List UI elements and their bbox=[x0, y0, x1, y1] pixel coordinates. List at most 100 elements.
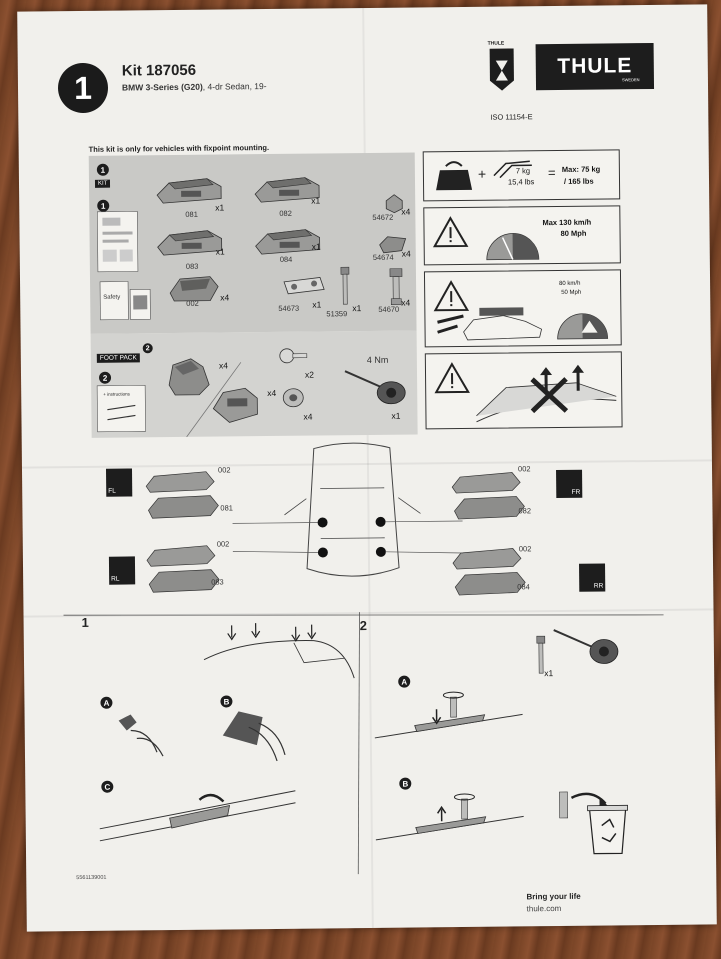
rr-corner-tag: RR bbox=[579, 563, 606, 592]
badge-shield-icon bbox=[489, 48, 514, 91]
fr-corner-tag: FR bbox=[556, 469, 583, 499]
part-qty-083: x1 bbox=[215, 246, 225, 257]
footer-tagline: Bring your life bbox=[526, 891, 581, 902]
max-load-lbs: / 165 lbs bbox=[563, 176, 594, 186]
foot-cover-icon bbox=[212, 387, 258, 423]
kit-tag: KIT bbox=[94, 179, 111, 188]
instruction-sheet: 1 Kit 187056 BMW 3-Series (G20), 4-dr Se… bbox=[17, 4, 717, 932]
recycle-bin-icon bbox=[559, 791, 629, 855]
fl-bracket-diagram bbox=[145, 471, 219, 519]
step-1-label: 1 bbox=[81, 614, 89, 630]
foot-unit-qty: x4 bbox=[218, 360, 228, 371]
tool-bolt-icon bbox=[536, 635, 546, 674]
lock-cylinder-icon bbox=[282, 388, 304, 408]
weight-icon bbox=[436, 161, 473, 191]
plus-icon: + bbox=[477, 165, 487, 182]
foot-instructions-icon bbox=[96, 385, 146, 433]
rr-tag: RR bbox=[579, 563, 606, 592]
part-code-002: 002 bbox=[186, 298, 199, 308]
foot-cover-qty: x4 bbox=[267, 387, 277, 399]
bolt-install-diagram bbox=[374, 691, 523, 739]
torque-label: 4 Nm bbox=[366, 354, 389, 365]
fr-foot-code: 002 bbox=[517, 464, 531, 474]
rr-bracket-diagram bbox=[452, 548, 526, 596]
step-2a-label: A bbox=[398, 675, 411, 688]
insert-54672-icon bbox=[385, 194, 403, 214]
lock-cylinder-qty: x4 bbox=[303, 411, 313, 422]
warning-triangle-icon bbox=[432, 216, 469, 248]
roof-mark-diagram bbox=[203, 623, 355, 679]
key-icon bbox=[279, 348, 308, 364]
wind-speed-mph: 50 Mph bbox=[561, 289, 582, 296]
torque-tool-icon bbox=[344, 370, 406, 405]
kit-contents-panel: 1 KIT 1 Safety 081 x1 bbox=[88, 152, 417, 334]
equals-icon: = bbox=[547, 165, 556, 181]
step-dividers bbox=[63, 612, 664, 875]
kit-doc-marker: 1 bbox=[97, 199, 110, 212]
warning-triangle-icon bbox=[433, 280, 470, 312]
step-2a-marker: A bbox=[398, 675, 411, 688]
instruction-doc-icon bbox=[96, 211, 139, 273]
car-top-view-diagram bbox=[232, 442, 463, 577]
part-code-54670: 54670 bbox=[378, 304, 400, 314]
part-code-082: 082 bbox=[279, 208, 292, 218]
kit-step-marker: 1 bbox=[96, 163, 109, 176]
bar-weight-kg: 7 kg bbox=[515, 166, 531, 176]
part-qty-082: x1 bbox=[311, 195, 321, 206]
warning-triangle-icon bbox=[434, 362, 470, 394]
max-speed-mph: 80 Mph bbox=[560, 228, 587, 238]
fixpoint-notice: This kit is only for vehicles with fixpo… bbox=[88, 143, 270, 154]
max-load-kg: Max: 75 kg bbox=[561, 164, 601, 174]
brand-name: THULE bbox=[557, 54, 633, 78]
doc-number-icon: 1 bbox=[97, 199, 110, 212]
part-qty-54674: x4 bbox=[401, 248, 411, 259]
bracket-084-icon bbox=[255, 229, 321, 255]
fl-corner-tag: FL bbox=[105, 468, 133, 497]
wipe-cloth-icon bbox=[222, 711, 286, 762]
iso-standard: ISO 11154-E bbox=[490, 112, 533, 122]
rl-part-code: 083 bbox=[211, 577, 224, 587]
part-code-084: 084 bbox=[279, 254, 293, 264]
clip-54674-icon bbox=[379, 236, 407, 254]
safety-label: Safety bbox=[103, 294, 121, 301]
no-lifting-icon bbox=[476, 364, 617, 423]
brand-logo: THULE bbox=[535, 42, 655, 91]
hex-tool-icon bbox=[553, 629, 619, 664]
vehicle-model: BMW 3-Series (G20) bbox=[121, 81, 203, 93]
roof-bar-icon bbox=[493, 160, 532, 179]
wind-speed-kmh: 80 km/h bbox=[559, 280, 581, 287]
foot-pack-panel: FOOT PACK 2 2 + instructions x4 x4 bbox=[90, 330, 418, 438]
bolt-remove-diagram bbox=[375, 793, 524, 841]
part-code-081: 081 bbox=[185, 209, 198, 219]
plate-54673-icon bbox=[283, 277, 325, 295]
part-code-083: 083 bbox=[185, 261, 199, 271]
part-qty-54673: x1 bbox=[312, 299, 322, 310]
bracket-082-icon bbox=[254, 177, 320, 203]
fr-tag: FR bbox=[556, 469, 583, 499]
badge-text: THULE bbox=[487, 40, 505, 47]
part-qty-081: x1 bbox=[215, 202, 225, 213]
wind-gauge-icon bbox=[557, 313, 609, 340]
rl-bracket-diagram bbox=[146, 545, 220, 593]
part-qty-002: x4 bbox=[220, 292, 230, 303]
diagonal-divider bbox=[186, 362, 242, 438]
rr-part-code: 084 bbox=[517, 582, 530, 592]
part-code-54674: 54674 bbox=[372, 252, 394, 262]
certification-badge bbox=[488, 46, 516, 92]
rl-corner-tag: RL bbox=[108, 556, 136, 585]
speedometer-icon bbox=[486, 233, 540, 261]
cleaning-spray-icon bbox=[118, 714, 164, 757]
brand-sub: SWEDEN bbox=[621, 77, 640, 83]
max-speed: Max 130 km/h bbox=[542, 217, 592, 228]
foot-unit-icon bbox=[168, 358, 210, 396]
bar-weight-lbs: 15,4 lbs bbox=[507, 177, 535, 187]
bracket-083-icon bbox=[157, 230, 223, 256]
step-number-badge: 1 bbox=[57, 62, 109, 114]
car-with-load-icon bbox=[437, 307, 543, 341]
tool-qty: x1 bbox=[544, 668, 554, 679]
step-2-label: 2 bbox=[359, 618, 367, 634]
fl-tag: FL bbox=[105, 468, 133, 497]
load-info-box: + 7 kg 15,4 lbs = Max: 75 kg / 165 lbs bbox=[422, 149, 621, 202]
part-code-54673: 54673 bbox=[278, 303, 300, 313]
lift-warning-box bbox=[424, 351, 623, 430]
